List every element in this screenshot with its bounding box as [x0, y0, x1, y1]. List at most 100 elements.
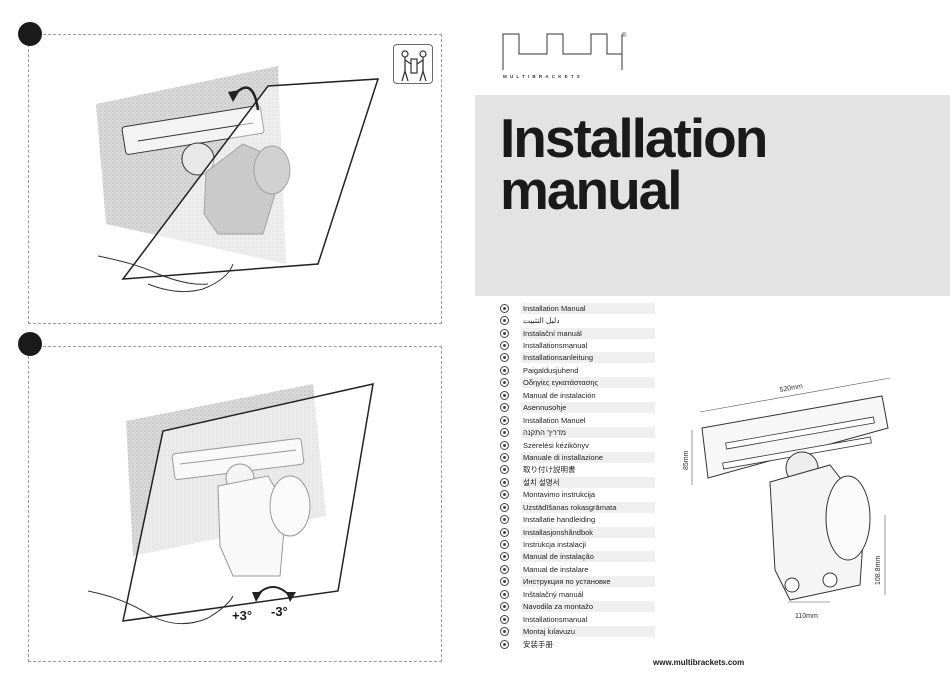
language-flag-icon — [500, 515, 509, 525]
language-flag-icon — [500, 403, 509, 413]
title-line-1: Installation — [500, 107, 768, 169]
language-row: 安装手册 — [500, 638, 655, 650]
language-label: Montaj kılavuzu — [521, 626, 655, 638]
dim-height-label: 85mm — [683, 450, 690, 470]
language-flag-icon — [500, 527, 509, 537]
language-row: Manuale di installazione — [500, 451, 655, 463]
brand-name: MULTIBRACKETS — [503, 74, 584, 79]
language-flag-icon — [500, 602, 509, 612]
step-1-illustration — [96, 66, 380, 293]
language-label: Installationsmanual — [523, 341, 588, 351]
language-label: Installation Manual — [521, 302, 655, 314]
language-flag-icon — [500, 452, 509, 462]
language-row: Installasjonshåndbok — [500, 526, 655, 538]
brand-logo — [502, 33, 623, 70]
language-label: Οδηγίες εγκατάστασης — [521, 377, 655, 389]
language-label: Installationsanleitung — [521, 352, 655, 364]
language-label: دليل التثبيت — [523, 316, 560, 326]
language-row: 설치 설명서 — [500, 476, 655, 488]
tilt-minus-label: -3° — [271, 604, 288, 619]
tv-panel — [122, 383, 374, 622]
step-2-marker — [18, 332, 42, 356]
language-label: 설치 설명서 — [521, 476, 655, 488]
language-flag-icon — [500, 365, 509, 375]
language-label: Paigaldusjuhend — [523, 365, 579, 375]
language-row: Montavimo instrukcija — [500, 489, 655, 501]
language-row: Montaj kılavuzu — [500, 625, 655, 638]
language-row: מדריך התקנה — [500, 426, 655, 439]
language-flag-icon — [500, 639, 509, 649]
language-flag-icon — [500, 316, 509, 326]
language-row: 取り付け説明書 — [500, 464, 655, 476]
language-label: מדריך התקנה — [521, 427, 655, 439]
two-people-carrying-icon — [393, 44, 433, 84]
language-label: Manual de instalação — [521, 551, 655, 563]
tilt-plus-label: +3° — [232, 608, 253, 623]
dim-depth-label: 108.8mm — [875, 556, 882, 585]
language-row: Manual de instalación — [500, 389, 655, 401]
language-row: Instalační manuál — [500, 327, 655, 339]
language-flag-icon — [500, 341, 509, 351]
language-flag-icon — [500, 303, 509, 313]
tv-panel — [121, 78, 380, 280]
language-row: Manual de instalação — [500, 551, 655, 563]
language-row: Manual de instalare — [500, 563, 655, 575]
language-label: Montavimo instrukcija — [523, 490, 596, 500]
language-row: Uzstādīšanas rokasgrāmata — [500, 501, 655, 513]
language-label: Installasjonshåndbok — [521, 526, 655, 538]
language-row: Installationsmanual — [500, 339, 655, 351]
language-row: Инструкция по установке — [500, 576, 655, 588]
language-row: Installation Manual — [500, 302, 655, 314]
language-flag-icon — [500, 614, 509, 624]
language-flag-icon — [500, 328, 509, 338]
language-row: Οδηγίες εγκατάστασης — [500, 377, 655, 389]
language-flag-icon — [500, 589, 509, 599]
language-label: Инструкция по установке — [521, 576, 655, 588]
page-title: Installation manual — [500, 107, 768, 221]
language-label: Installationsmanual — [523, 614, 588, 624]
title-line-2: manual — [500, 159, 683, 221]
language-row: Installatie handleiding — [500, 513, 655, 525]
language-flag-icon — [500, 577, 509, 587]
language-label: Manual de instalare — [523, 564, 589, 574]
step-1-marker — [18, 22, 42, 46]
language-row: Asennusohje — [500, 402, 655, 414]
language-label: Instalační manuál — [521, 327, 655, 339]
language-flag-icon — [500, 627, 509, 637]
language-label: Installatie handleiding — [523, 515, 596, 525]
dim-spacing-label: 110mm — [795, 613, 818, 620]
language-row: Installation Manuel — [500, 414, 655, 426]
language-row: Szerelési kézikönyv — [500, 439, 655, 451]
language-flag-icon — [500, 564, 509, 574]
language-row: Installationsmanual — [500, 613, 655, 625]
language-flag-icon — [500, 353, 509, 363]
dim-width-label: 520mm — [779, 383, 803, 394]
language-label: Uzstādīšanas rokasgrāmata — [521, 501, 655, 513]
language-label: 安装手册 — [523, 639, 553, 649]
title-box — [475, 95, 950, 296]
language-flag-icon — [500, 540, 509, 550]
language-row: Installationsanleitung — [500, 352, 655, 364]
language-flag-icon — [500, 378, 509, 388]
language-flag-icon — [500, 490, 509, 500]
product-drawing: 520mm 85mm 108.8mm 110mm — [683, 377, 891, 620]
language-label: Szerelési kézikönyv — [523, 440, 589, 450]
language-flag-icon — [500, 440, 509, 450]
language-label: 取り付け説明書 — [523, 465, 576, 475]
website-link[interactable]: www.multibrackets.com — [653, 658, 745, 667]
language-row: Inštalačný manuál — [500, 588, 655, 600]
language-label: Navodila za montažo — [521, 601, 655, 613]
language-flag-icon — [500, 428, 509, 438]
language-row: Paigaldusjuhend — [500, 364, 655, 376]
language-row: دليل التثبيت — [500, 314, 655, 326]
language-label: Manual de instalación — [523, 390, 596, 400]
language-label: Inštalačný manuál — [523, 589, 584, 599]
step-2-illustration — [87, 383, 374, 625]
registered-mark: ® — [622, 33, 627, 39]
language-flag-icon — [500, 552, 509, 562]
language-flag-icon — [500, 465, 509, 475]
language-row: Instrukcja instalacji — [500, 538, 655, 550]
language-label: Manuale di installazione — [521, 451, 655, 463]
language-flag-icon — [500, 502, 509, 512]
